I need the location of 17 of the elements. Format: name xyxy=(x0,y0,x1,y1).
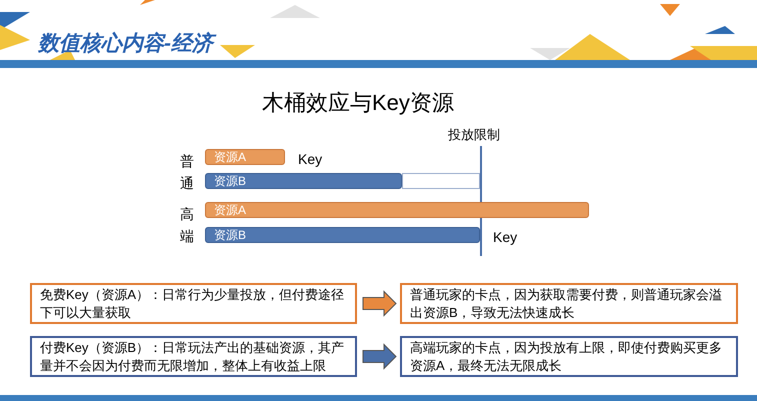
text-box: 普通玩家的卡点，因为获取需要付费，则普通玩家会溢出资源B，导致无法快速成长 xyxy=(400,283,738,324)
key-label: Key xyxy=(298,150,322,169)
text-box: 付费Key（资源B）：日常玩法产出的基础资源，其产量并不会因为付费而无限增加，整体上有收益上限 xyxy=(30,336,357,377)
resource-bar: 资源A xyxy=(205,149,285,165)
resource-bar: 资源B xyxy=(205,173,402,189)
capacity-bar xyxy=(402,173,480,189)
limit-label: 投放限制 xyxy=(448,126,500,144)
chart-title: 木桶效应与Key资源 xyxy=(262,89,454,117)
resource-bar: 资源A xyxy=(205,202,589,218)
block-arrow xyxy=(362,290,397,317)
block-arrow xyxy=(362,343,397,370)
text-box: 免费Key（资源A）：日常行为少量投放，但付费途径下可以大量获取 xyxy=(30,283,357,324)
resource-bar: 资源B xyxy=(205,227,480,243)
row-label: 普通 xyxy=(180,152,194,193)
text-box: 高端玩家的卡点，因为投放有上限，即使付费购买更多资源A，最终无法无限成长 xyxy=(400,336,738,377)
row-label: 高端 xyxy=(180,205,194,246)
key-label: Key xyxy=(493,228,518,247)
